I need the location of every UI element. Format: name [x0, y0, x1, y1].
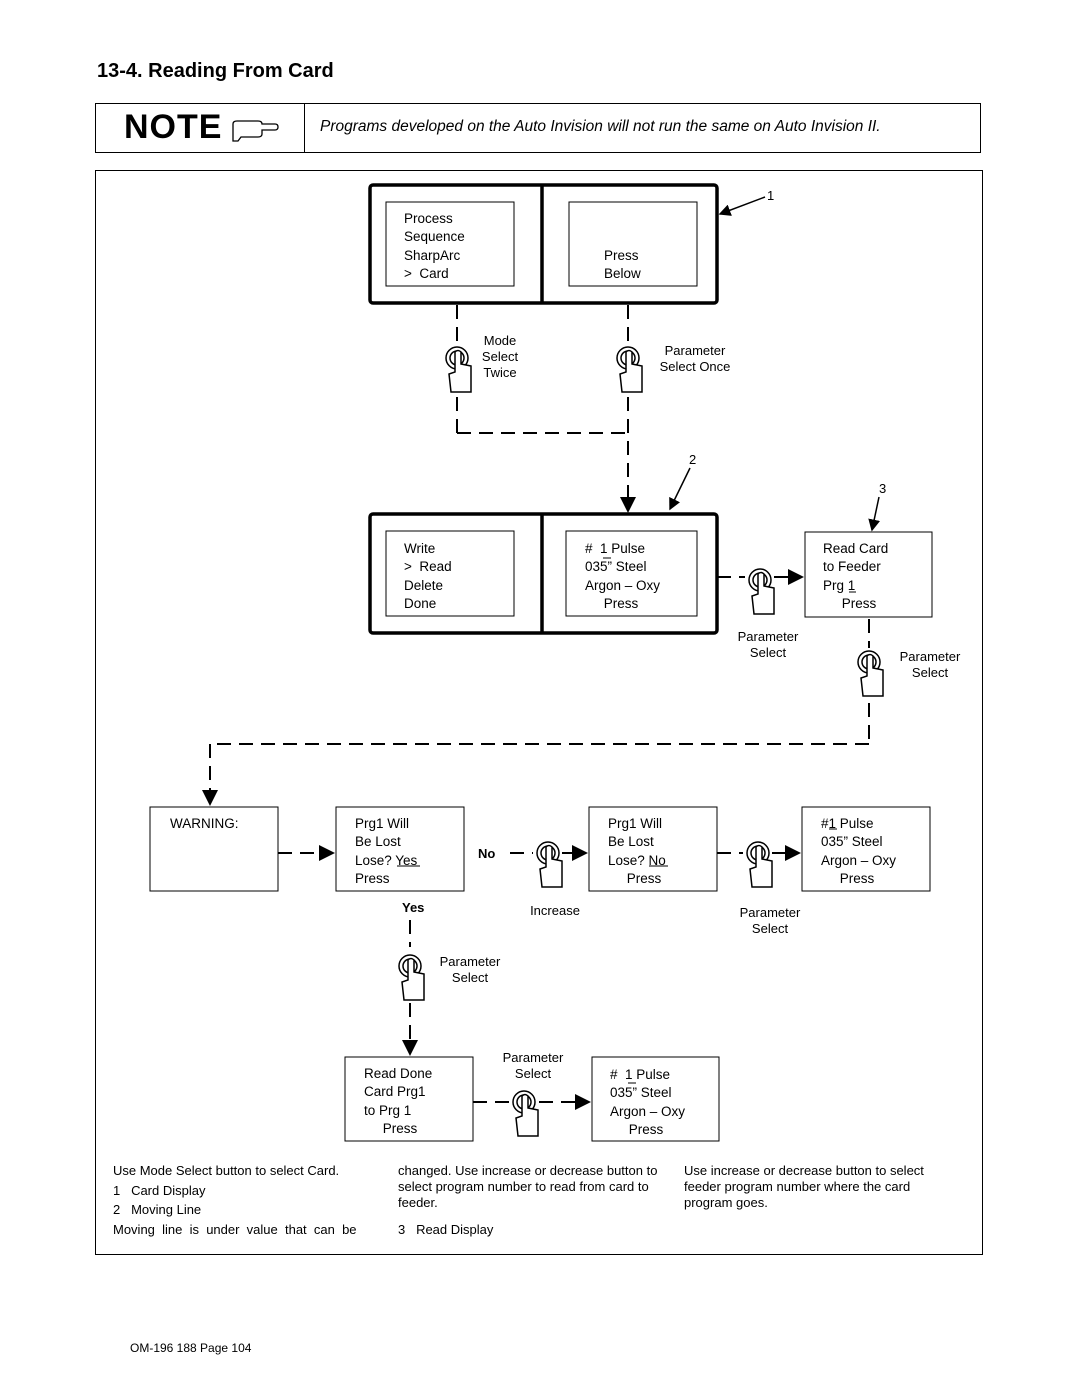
caption-item-2: 2 Moving Line — [113, 1202, 202, 1217]
read-display-text: Read Card to Feeder Prg 1 Press — [823, 541, 889, 611]
read-display-box — [804, 531, 933, 618]
caption-item-3: 3 Read Display — [398, 1222, 494, 1237]
mode-select-button-icon — [445, 346, 472, 393]
parameter-select-button-icon-1 — [616, 346, 643, 393]
note-label-cell — [95, 103, 305, 153]
note-label: NOTE — [124, 108, 223, 146]
read-done-text: Read Done Card Prg1 to Prg 1 Press — [364, 1066, 433, 1136]
lose-no-text: Prg1 Will Be Lost Lose? No Press — [608, 816, 666, 886]
caption-column-2: changed. Use increase or decrease button… — [398, 1163, 658, 1210]
parameter-select-label-a: Parameter Select — [737, 629, 799, 660]
mode-select-label: Mode Select Twice — [481, 333, 519, 380]
no-label: No — [478, 846, 496, 861]
card-display-right: Press Below — [604, 247, 641, 281]
caption-moving-line: Moving line is under value that can be — [113, 1222, 357, 1237]
parameter-select-button-icon-6 — [512, 1090, 539, 1137]
parameter-select-button-icon-5 — [398, 954, 425, 1001]
parameter-select-label-b: Parameter Select — [899, 649, 961, 680]
yes-label: Yes — [402, 900, 425, 915]
parameter-select-button-icon-2 — [748, 568, 775, 615]
parameter-select-button-icon-4 — [746, 841, 773, 888]
section-title: 13-4. Reading From Card — [97, 60, 334, 82]
final-program-text: # 1 Pulse 035” Steel Argon – Oxy Press — [610, 1067, 686, 1137]
warning-box — [149, 806, 279, 892]
callout-2: 2 — [689, 452, 697, 467]
lose-yes-text: Prg1 Will Be Lost Lose? Yes Press — [355, 816, 418, 886]
menu-display-left: Write > Read Delete Done — [404, 541, 452, 611]
card-display-left: Process Sequence SharpArc > Card — [404, 211, 465, 281]
caption-intro: Use Mode Select button to select Card. — [113, 1163, 340, 1178]
parameter-select-label-e: Parameter Select — [502, 1050, 564, 1081]
caption-item-1: 1 Card Display — [113, 1183, 206, 1198]
note-text: Programs developed on the Auto Invision … — [320, 118, 881, 135]
parameter-select-label-c: Parameter Select — [739, 905, 801, 936]
parameter-select-button-icon-3 — [857, 650, 884, 697]
figure-frame — [95, 170, 983, 1255]
program-display-text: #1 Pulse 035” Steel Argon – Oxy Press — [821, 816, 897, 886]
parameter-select-once-label: Parameter Select Once — [659, 343, 731, 374]
callout-1: 1 — [767, 188, 775, 203]
increase-button-icon — [536, 841, 563, 888]
increase-label: Increase — [530, 903, 580, 918]
warning-text: WARNING: — [170, 816, 239, 831]
callout-3: 3 — [879, 481, 887, 496]
parameter-select-label-d: Parameter Select — [439, 954, 501, 985]
page-footer: OM-196 188 Page 104 — [130, 1341, 252, 1355]
menu-display-right: # 1 Pulse 035” Steel Argon – Oxy Press — [585, 541, 661, 611]
note-box — [95, 103, 981, 153]
caption-column-3: Use increase or decrease button to selec… — [684, 1163, 924, 1210]
